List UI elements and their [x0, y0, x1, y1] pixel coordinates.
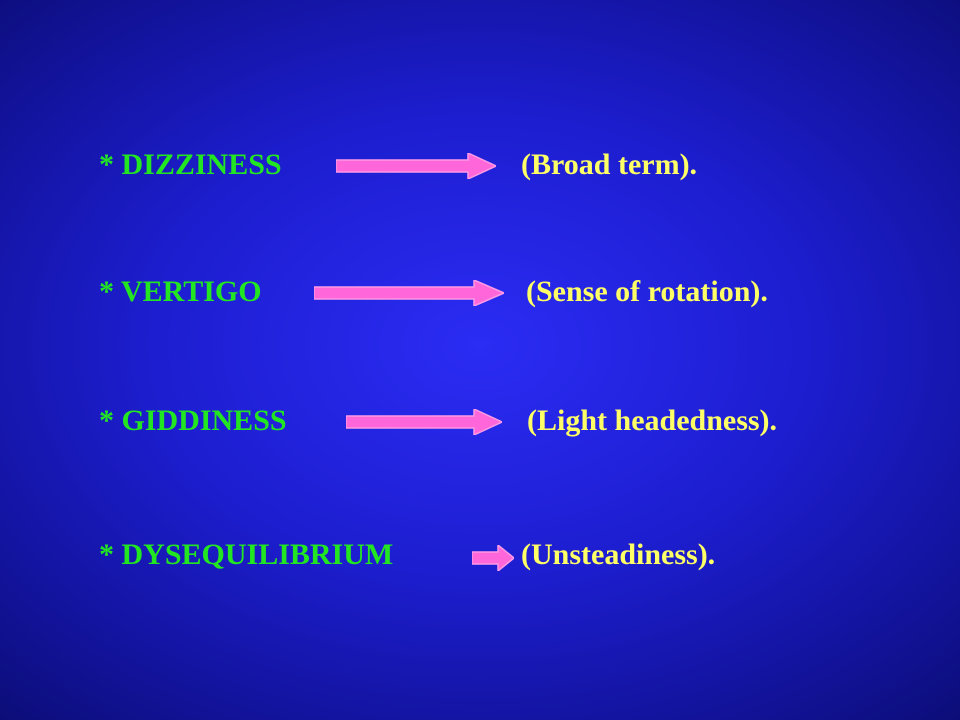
- right-arrow-icon: [472, 545, 514, 571]
- term-label: * GIDDINESS: [99, 404, 287, 437]
- list-item: * VERTIGO (Sense of rotation).: [0, 262, 960, 322]
- list-item: * GIDDINESS (Light headedness).: [0, 391, 960, 451]
- right-arrow-icon: [314, 280, 504, 306]
- term-label: * DIZZINESS: [99, 148, 282, 181]
- list-item: * DIZZINESS (Broad term).: [0, 135, 960, 195]
- description-label: (Unsteadiness).: [521, 538, 716, 571]
- right-arrow-icon: [346, 409, 502, 435]
- right-arrow-icon: [336, 153, 496, 179]
- term-label: * DYSEQUILIBRIUM: [99, 538, 394, 571]
- list-item: * DYSEQUILIBRIUM (Unsteadiness).: [0, 525, 960, 585]
- description-label: (Broad term).: [521, 148, 698, 181]
- term-label: * VERTIGO: [99, 275, 262, 308]
- description-label: (Sense of rotation).: [526, 275, 768, 308]
- description-label: (Light headedness).: [527, 404, 778, 437]
